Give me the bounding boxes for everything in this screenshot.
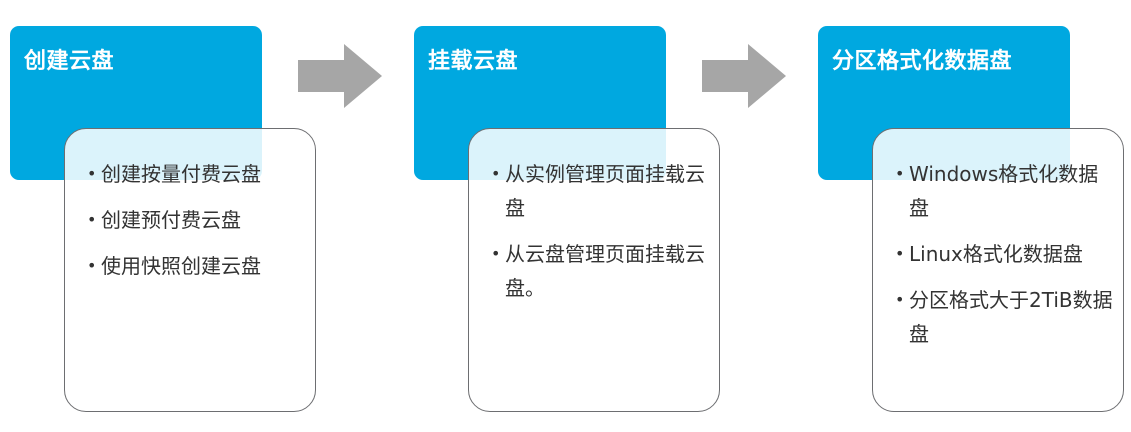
bullet-item: 创建预付费云盘 bbox=[87, 203, 307, 237]
arrow-right-icon bbox=[298, 44, 382, 108]
arrow-right-icon bbox=[702, 44, 786, 108]
step-format-disk: 分区格式化数据盘 Windows格式化数据盘 Linux格式化数据盘 分区格式大… bbox=[808, 0, 1128, 432]
bullet-list: 创建按量付费云盘 创建预付费云盘 使用快照创建云盘 bbox=[87, 157, 307, 295]
step-title: 挂载云盘 bbox=[428, 49, 519, 74]
bullet-list: 从实例管理页面挂载云盘 从云盘管理页面挂载云盘。 bbox=[491, 157, 711, 317]
step-card: Windows格式化数据盘 Linux格式化数据盘 分区格式大于2TiB数据盘 bbox=[872, 128, 1124, 412]
bullet-item: 使用快照创建云盘 bbox=[87, 249, 307, 283]
bullet-item: Windows格式化数据盘 bbox=[895, 157, 1115, 225]
bullet-item: 分区格式大于2TiB数据盘 bbox=[895, 283, 1115, 351]
step-card: 创建按量付费云盘 创建预付费云盘 使用快照创建云盘 bbox=[64, 128, 316, 412]
step-attach-disk: 挂载云盘 从实例管理页面挂载云盘 从云盘管理页面挂载云盘。 bbox=[404, 0, 724, 432]
step-create-disk: 创建云盘 创建按量付费云盘 创建预付费云盘 使用快照创建云盘 bbox=[0, 0, 320, 432]
bullet-item: Linux格式化数据盘 bbox=[895, 237, 1115, 271]
step-title: 分区格式化数据盘 bbox=[832, 49, 1013, 74]
bullet-item: 创建按量付费云盘 bbox=[87, 157, 307, 191]
bullet-list: Windows格式化数据盘 Linux格式化数据盘 分区格式大于2TiB数据盘 bbox=[895, 157, 1115, 363]
bullet-item: 从云盘管理页面挂载云盘。 bbox=[491, 237, 711, 305]
step-card: 从实例管理页面挂载云盘 从云盘管理页面挂载云盘。 bbox=[468, 128, 720, 412]
bullet-item: 从实例管理页面挂载云盘 bbox=[491, 157, 711, 225]
step-title: 创建云盘 bbox=[24, 49, 115, 74]
